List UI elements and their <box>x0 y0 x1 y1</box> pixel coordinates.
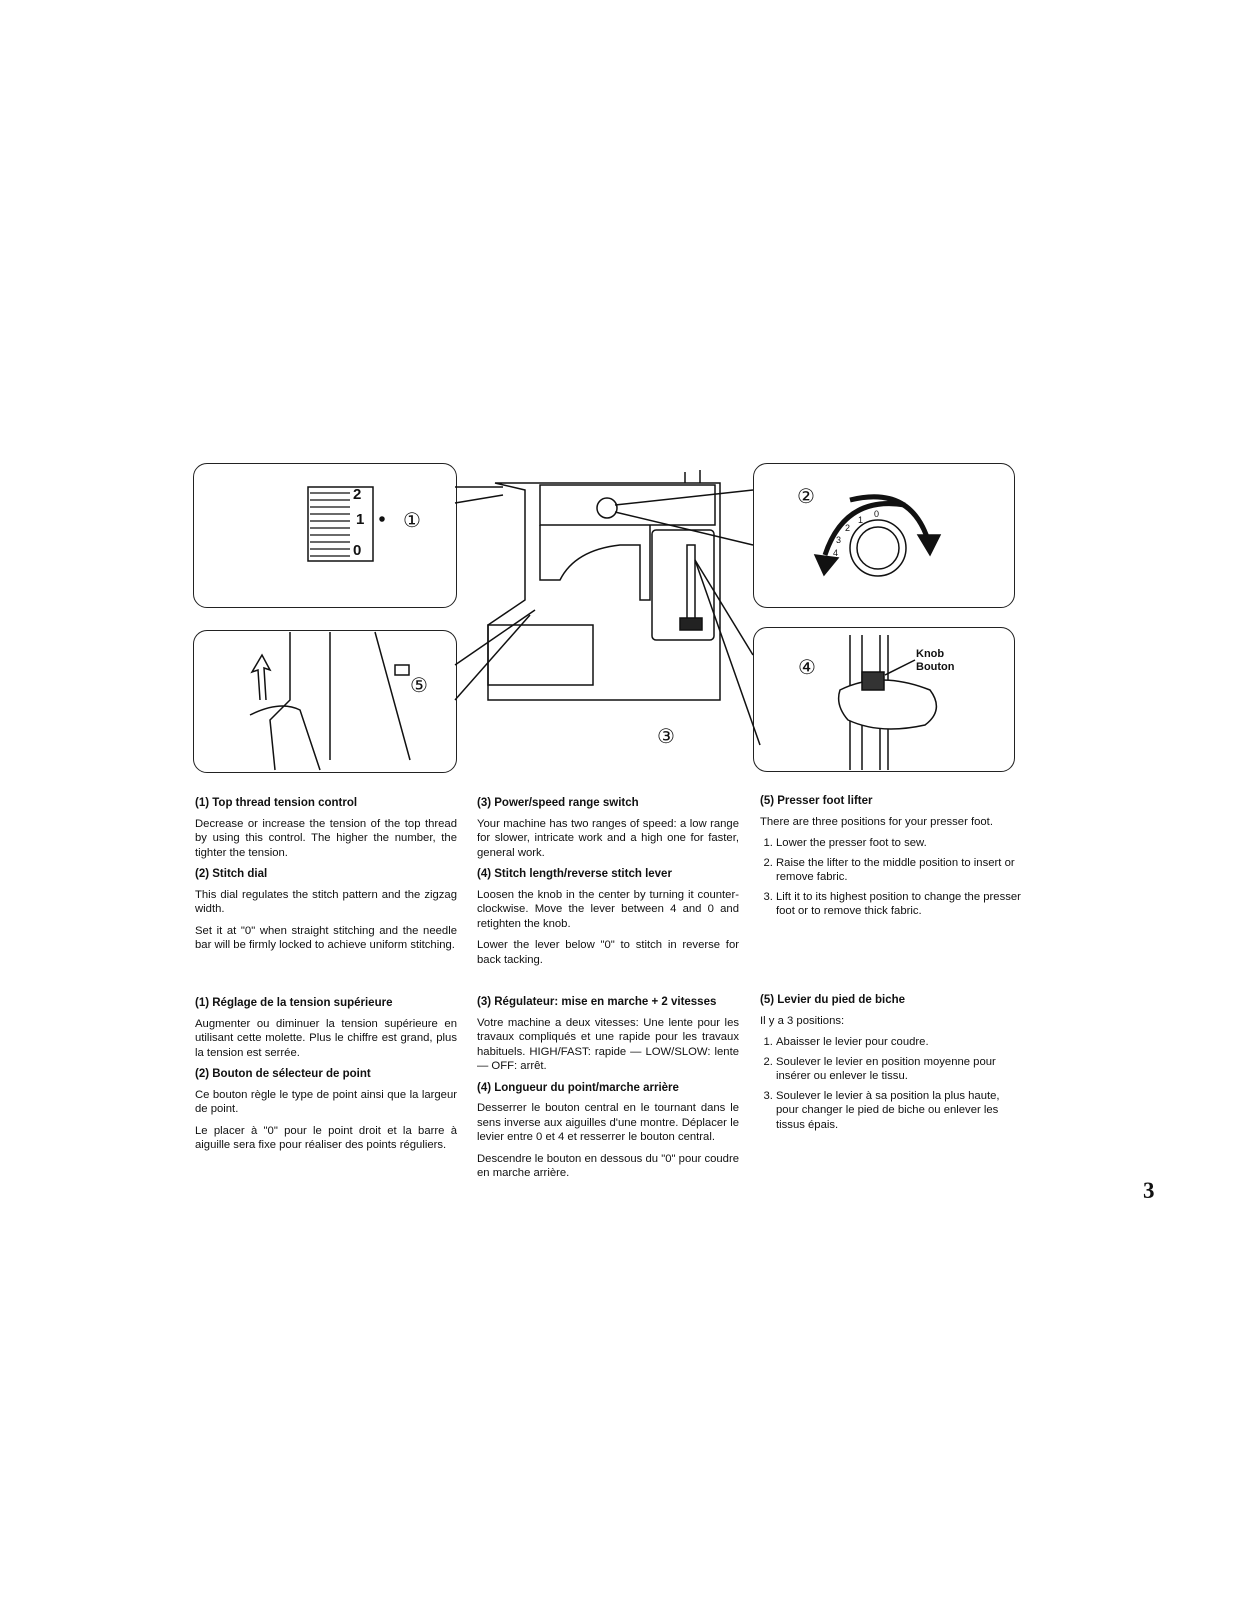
dial-number-3: 3 <box>836 535 842 545</box>
list-item: Raise the lifter to the middle position … <box>776 856 1022 885</box>
callout-2: ② <box>797 486 815 508</box>
list-item: Lift it to its highest position to chang… <box>776 890 1022 919</box>
paragraph: Lower the lever below "0" to stitch in r… <box>477 939 739 966</box>
callout-3: ③ <box>657 726 675 748</box>
section-heading: (4) Longueur du point/marche arrière <box>477 1081 679 1094</box>
stitch-dial-inset <box>753 463 1015 608</box>
section-heading: (3) Régulateur: mise en marche + 2 vites… <box>477 996 717 1008</box>
paragraph: Desserrer le bouton central en le tourna… <box>477 1102 739 1143</box>
callout-4: ④ <box>798 657 816 679</box>
presser-foot-inset <box>193 630 457 773</box>
dial-number-1: 1 <box>858 515 864 525</box>
section-heading: (1) Réglage de la tension supérieure <box>195 997 393 1009</box>
dial-number-2: 2 <box>845 523 851 533</box>
section-heading: (5) Levier du pied de biche <box>760 994 906 1006</box>
list-item: Soulever le levier à sa position la plus… <box>776 1089 1022 1133</box>
numbered-list: Lower the presser foot to sew. Raise the… <box>760 836 1022 919</box>
list-item: Soulever le levier en position moyenne p… <box>776 1055 1022 1084</box>
callout-5: ⑤ <box>410 675 428 697</box>
tension-number-2: 2 <box>353 486 362 503</box>
diagram-drawing <box>249 470 942 771</box>
english-column-1: (1) Top thread tension control Decrease … <box>195 796 457 960</box>
english-column-2: (3) Power/speed range switch Your machin… <box>477 796 739 974</box>
paragraph: This dial regulates the stitch pattern a… <box>195 888 457 916</box>
tension-number-0: 0 <box>353 542 362 559</box>
french-column-3: (5) Levier du pied de biche Il y a 3 pos… <box>760 993 1022 1138</box>
paragraph: Set it at "0" when straight stitching an… <box>195 924 457 952</box>
section-heading: (5) Presser foot lifter <box>760 795 873 807</box>
french-column-2: (3) Régulateur: mise en marche + 2 vites… <box>477 995 739 1188</box>
page-number: 3 <box>1143 1178 1155 1203</box>
paragraph: Augmenter ou diminuer la tension supérie… <box>195 1017 457 1059</box>
section-heading: (2) Stitch dial <box>195 868 268 880</box>
list-item: Lower the presser foot to sew. <box>776 836 1022 851</box>
section-heading: (4) Stitch length/reverse stitch lever <box>477 868 672 880</box>
section-heading: (2) Bouton de sélecteur de point <box>195 1068 371 1080</box>
list-item: Abaisser le levier pour coudre. <box>776 1035 1022 1050</box>
french-column-1: (1) Réglage de la tension supérieure Aug… <box>195 996 457 1160</box>
paragraph: There are three positions for your press… <box>760 815 993 828</box>
dial-number-4: 4 <box>833 548 839 558</box>
paragraph: Le placer à "0" pour le point droit et l… <box>195 1124 457 1152</box>
paragraph: Ce bouton règle le type de point ainsi q… <box>195 1088 457 1116</box>
paragraph: Descendre le bouton en dessous du "0" po… <box>477 1152 739 1180</box>
paragraph: Decrease or increase the tension of the … <box>195 817 457 859</box>
english-column-3: (5) Presser foot lifter There are three … <box>760 794 1022 925</box>
callout-1: ① <box>403 510 421 532</box>
section-heading: (3) Power/speed range switch <box>477 797 639 809</box>
knob-label: Knob <box>916 648 945 660</box>
paragraph: Votre machine a deux vitesses: Une lente… <box>477 1016 739 1073</box>
paragraph: Loosen the knob in the center by turning… <box>477 888 739 930</box>
section-heading: (1) Top thread tension control <box>195 797 358 809</box>
paragraph: Il y a 3 positions: <box>760 1014 845 1027</box>
bouton-label: Bouton <box>916 661 955 673</box>
paragraph: Your machine has two ranges of speed: a … <box>477 817 739 859</box>
numbered-list: Abaisser le levier pour coudre. Soulever… <box>760 1035 1022 1132</box>
dial-number-0: 0 <box>874 509 880 519</box>
tension-number-1: 1 <box>356 511 365 528</box>
